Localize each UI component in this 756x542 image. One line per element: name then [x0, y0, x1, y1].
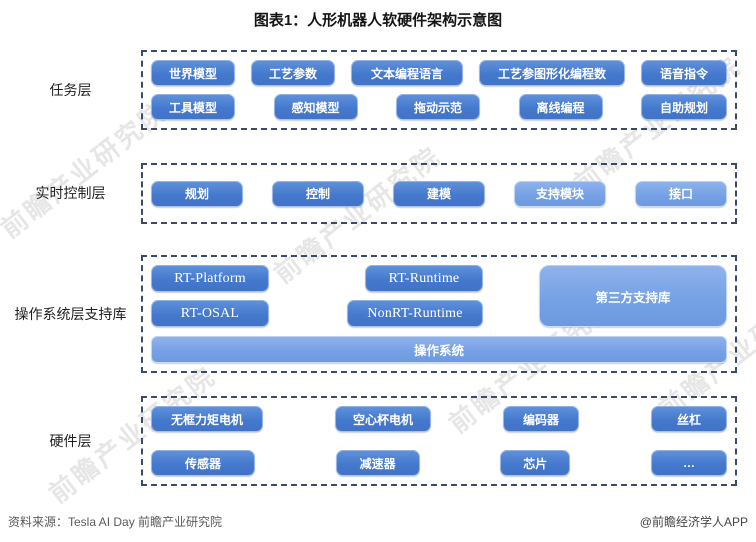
page-title: 图表1：人形机器人软硬件架构示意图	[253, 12, 503, 29]
block-nonrt-runtime: NonRT-Runtime	[347, 300, 483, 327]
layer-box-hardware: 无框力矩电机 空心杯电机 编码器 丝杠 传感器 减速器 芯片 …	[141, 396, 737, 486]
task-row-1: 世界模型 工艺参数 文本编程语言 工艺参图形化编程数 语音指令	[151, 60, 727, 86]
footer: 资料来源：Tesla AI Day 前瞻产业研究院 @前瞻经济学人APP	[8, 513, 748, 530]
block-interface: 接口	[635, 180, 727, 207]
block-chip: 芯片	[500, 450, 571, 476]
block-modeling: 建模	[393, 180, 485, 207]
block-voice-command: 语音指令	[641, 60, 727, 86]
block-encoder: 编码器	[503, 406, 579, 432]
block-reducer: 减速器	[335, 450, 420, 476]
source-note: 资料来源：Tesla AI Day 前瞻产业研究院	[8, 515, 223, 529]
block-lead-screw: 丝杠	[651, 406, 727, 432]
block-support-module: 支持模块	[514, 180, 606, 207]
layer-box-realtime-control: 规划 控制 建模 支持模块 接口	[141, 163, 737, 224]
block-control: 控制	[272, 180, 364, 207]
block-rt-runtime: RT-Runtime	[365, 265, 483, 292]
os-row-1: RT-Platform RT-Runtime	[151, 265, 483, 292]
block-world-model: 世界模型	[151, 60, 235, 86]
block-text-programming-language: 文本编程语言	[351, 60, 463, 86]
layer-label-hardware: 硬件层	[49, 432, 92, 449]
block-third-party-library: 第三方支持库	[539, 265, 727, 327]
block-drag-teaching: 拖动示范	[396, 94, 480, 120]
block-frameless-torque-motor: 无框力矩电机	[151, 406, 263, 432]
block-planning: 规划	[151, 180, 243, 207]
block-rt-platform: RT-Platform	[151, 265, 269, 292]
task-row-2: 工具模型 感知模型 拖动示范 离线编程 自助规划	[151, 94, 727, 120]
realtime-row: 规划 控制 建模 支持模块 接口	[151, 180, 727, 207]
block-sensor: 传感器	[151, 450, 255, 476]
block-tool-model: 工具模型	[151, 94, 235, 120]
block-ellipsis: …	[650, 450, 727, 476]
block-offline-programming: 离线编程	[518, 94, 603, 120]
block-self-planning: 自助规划	[641, 94, 727, 120]
layer-realtime-control: 实时控制层 规划 控制 建模 支持模块 接口	[0, 163, 737, 224]
layer-label-realtime-control: 实时控制层	[35, 185, 106, 202]
credit-note: @前瞻经济学人APP	[639, 515, 748, 529]
hardware-row-1: 无框力矩电机 空心杯电机 编码器 丝杠	[151, 406, 727, 432]
layer-os-support: 操作系统层支持库 RT-Platform RT-Runtime RT-OSAL …	[0, 255, 737, 373]
block-process-params: 工艺参数	[251, 60, 335, 86]
os-row-2: RT-OSAL NonRT-Runtime	[151, 300, 483, 327]
os-left-group: RT-Platform RT-Runtime RT-OSAL NonRT-Run…	[151, 265, 483, 327]
block-perception-model: 感知模型	[273, 94, 358, 120]
block-coreless-motor: 空心杯电机	[335, 406, 431, 432]
layer-label-os-support: 操作系统层支持库	[14, 305, 127, 322]
block-rt-osal: RT-OSAL	[151, 300, 269, 327]
block-operating-system: 操作系统	[151, 336, 727, 363]
os-top-group: RT-Platform RT-Runtime RT-OSAL NonRT-Run…	[151, 265, 727, 327]
layer-box-task: 世界模型 工艺参数 文本编程语言 工艺参图形化编程数 语音指令 工具模型 感知模…	[141, 50, 737, 130]
block-graphical-programming: 工艺参图形化编程数	[479, 60, 625, 86]
layer-task: 任务层 世界模型 工艺参数 文本编程语言 工艺参图形化编程数 语音指令 工具模型…	[0, 50, 737, 130]
layer-box-os-support: RT-Platform RT-Runtime RT-OSAL NonRT-Run…	[141, 255, 737, 373]
layer-label-task: 任务层	[49, 81, 92, 98]
layer-hardware: 硬件层 无框力矩电机 空心杯电机 编码器 丝杠 传感器 减速器 芯片 …	[0, 396, 737, 486]
hardware-row-2: 传感器 减速器 芯片 …	[151, 450, 727, 476]
